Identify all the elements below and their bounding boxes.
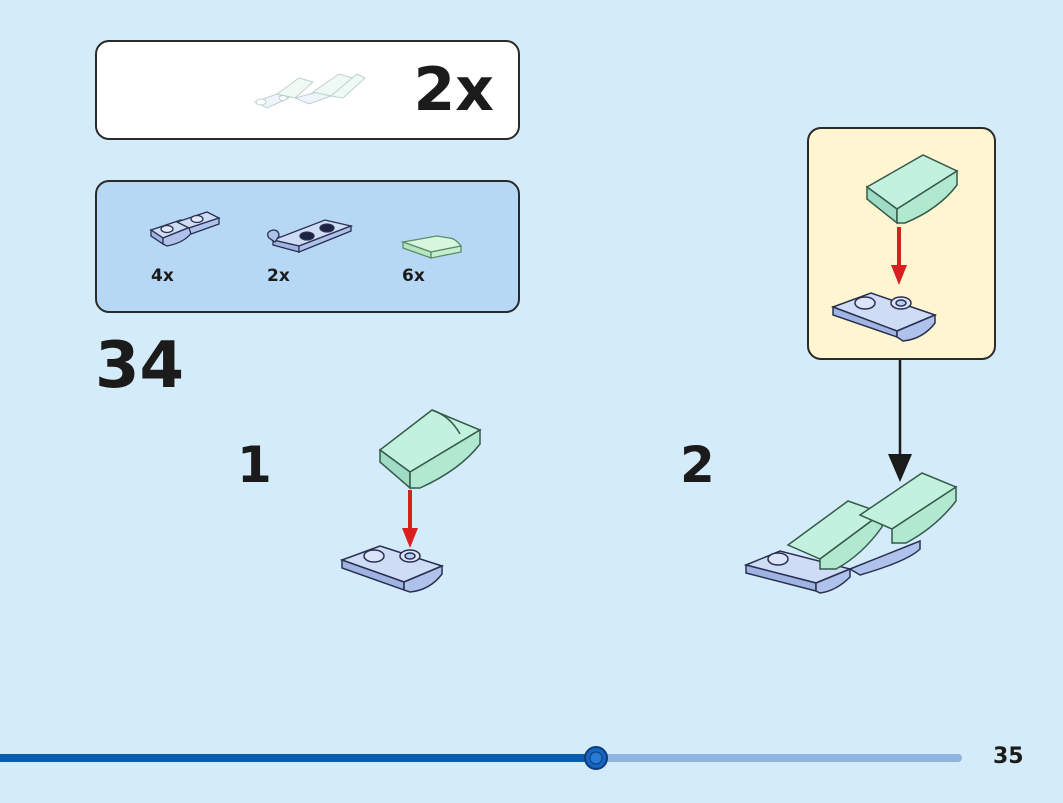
sub-step-1-number: 1: [237, 436, 272, 494]
sub-step-1-illustration: [339, 409, 482, 593]
part-qty: 2x: [267, 266, 290, 286]
parts-list-panel: 4x 2x 6x: [95, 180, 520, 313]
progress-fill: [0, 754, 596, 762]
callout-connector-arrow: [888, 360, 912, 482]
curved-inverted-plate-icon: [149, 211, 221, 247]
part-qty: 4x: [151, 266, 174, 286]
submodel-panel: 2x: [95, 40, 520, 140]
progress-bar: [0, 746, 962, 770]
page-number: 35: [993, 744, 1024, 769]
submodel-preview-icon: [253, 73, 366, 109]
clip-plate-icon: [267, 219, 354, 253]
sub-step-2-illustration: [743, 472, 958, 594]
callout-panel: [807, 127, 996, 360]
submodel-count: 2x: [413, 55, 494, 125]
step-number: 34: [95, 329, 185, 403]
curved-slope-icon: [400, 235, 463, 259]
callout-illustration: [830, 154, 959, 342]
sub-step-2-number: 2: [680, 436, 715, 494]
part-qty: 6x: [402, 266, 425, 286]
